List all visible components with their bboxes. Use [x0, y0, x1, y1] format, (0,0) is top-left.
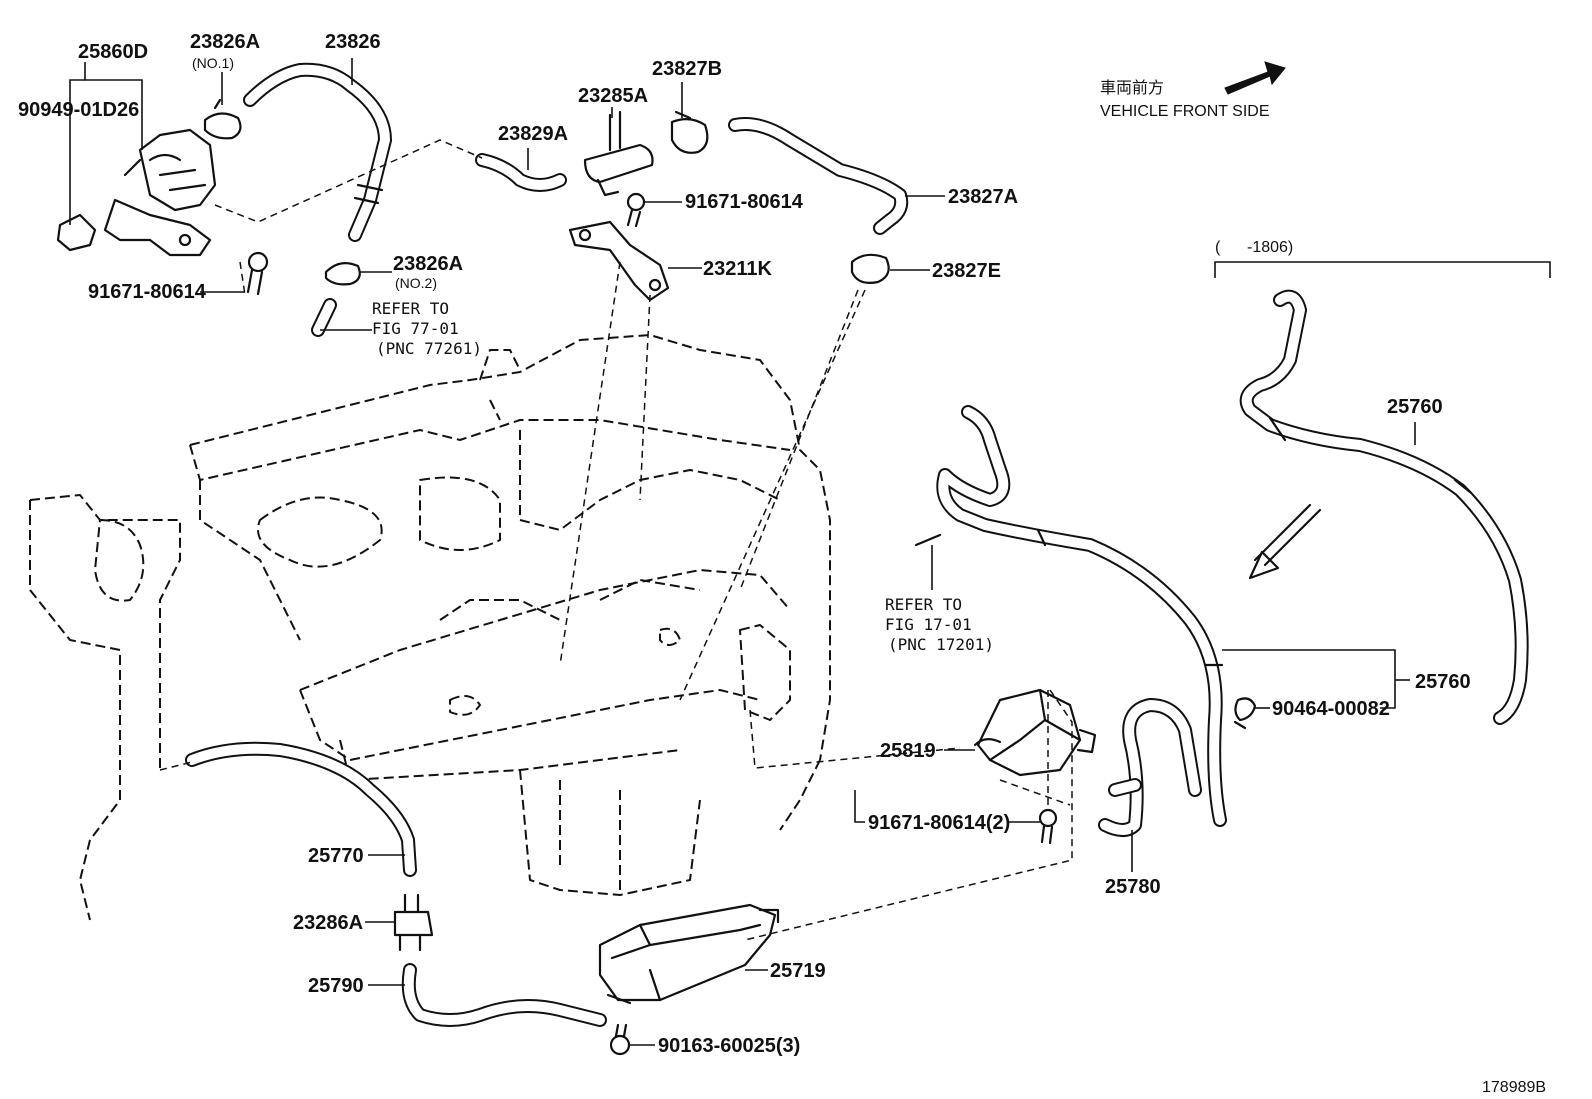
refer-hose-17-01: [914, 533, 942, 547]
air-switching-valve-25860D: [56, 128, 217, 257]
clamp-23827B: [670, 110, 709, 154]
label-25860D: 25860D: [78, 41, 148, 63]
hose-23829A: [475, 153, 567, 192]
clamp-23826A-no2: [324, 261, 361, 286]
label-no2: (NO.2): [395, 275, 437, 291]
label-23827B: 23827B: [652, 58, 722, 80]
label-90949-01D26: 90949-01D26: [18, 99, 139, 121]
clamp-23827E: [850, 253, 890, 284]
label-91671-80614-b: 91671-80614: [685, 191, 804, 213]
refer-note-1-line3: (PNC 77261): [376, 339, 482, 358]
hose-25780: [1098, 698, 1202, 837]
hose-25790: [401, 963, 607, 1027]
label-23827A: 23827A: [948, 186, 1018, 208]
assembly-dashed-lines: [159, 139, 1073, 941]
orientation-jp-label: 車両前方: [1100, 79, 1164, 97]
refer-note-2-line1: REFER TO: [885, 595, 962, 614]
diagram-id: 178989B: [1482, 1079, 1546, 1096]
label-25780: 25780: [1105, 876, 1161, 898]
label-91671-80614-c: 91671-80614(2): [868, 812, 1010, 834]
range-bracket-label: ( -1806): [1215, 239, 1293, 256]
filter-23286A: [393, 893, 434, 952]
bolt-91671-80614-c: [1038, 808, 1058, 845]
hose-25760-variant: [1239, 289, 1529, 725]
orientation-en-label: VEHICLE FRONT SIDE: [1100, 103, 1270, 120]
label-23829A: 23829A: [498, 123, 568, 145]
part-labels: 25860D 90949-01D26 23826A (NO.1) 23826 9…: [18, 31, 1546, 1096]
label-25760-mid: 25760: [1415, 671, 1471, 693]
arrow-right-up-icon: [1224, 61, 1286, 95]
engine-outline: [29, 334, 831, 921]
label-25719: 25719: [770, 960, 826, 982]
label-90163-60025: 90163-60025(3): [658, 1035, 800, 1057]
check-valve-23285A: [583, 110, 654, 197]
vsv-25819: [973, 688, 1097, 777]
hose-25760-main: [936, 405, 1227, 827]
range-bracket-line: [1214, 261, 1551, 278]
refer-note-2-line3: (PNC 17201): [888, 635, 994, 654]
bolt-90163-60025: [609, 1023, 631, 1056]
label-23826A-no1: 23826A: [190, 31, 260, 53]
label-25790: 25790: [308, 975, 364, 997]
label-23826A-no2: 23826A: [393, 253, 463, 275]
refer-note-2-line2: FIG 17-01: [885, 615, 972, 634]
direction-arrow-diagonal: [1248, 503, 1322, 580]
label-25760-top: 25760: [1387, 396, 1443, 418]
label-no1: (NO.1): [192, 55, 234, 71]
label-25819: 25819: [880, 740, 936, 762]
hose-23826: [243, 62, 392, 242]
refer-hose-77-01: [311, 298, 337, 337]
label-23827E: 23827E: [932, 260, 1001, 282]
clamp-23826A-no1: [203, 98, 242, 140]
leader-lines: [69, 58, 1416, 1046]
hose-25770: [185, 741, 417, 877]
clip-90464-00082: [1233, 697, 1257, 730]
label-23211K: 23211K: [703, 258, 773, 280]
label-23826: 23826: [325, 31, 381, 53]
hose-23827A: [728, 117, 909, 235]
label-23286A: 23286A: [293, 912, 363, 934]
label-25770: 25770: [308, 845, 364, 867]
label-91671-80614-a: 91671-80614: [88, 281, 207, 303]
bolt-91671-80614-a: [246, 251, 269, 296]
label-90464-00082: 90464-00082: [1272, 698, 1390, 720]
refer-note-1-line1: REFER TO: [372, 299, 449, 318]
refer-note-1-line2: FIG 77-01: [372, 319, 459, 338]
canister-25719: [598, 903, 780, 1005]
label-23285A: 23285A: [578, 85, 648, 107]
bracket-23211K: [568, 220, 670, 302]
bolt-91671-80614-b: [626, 192, 646, 228]
